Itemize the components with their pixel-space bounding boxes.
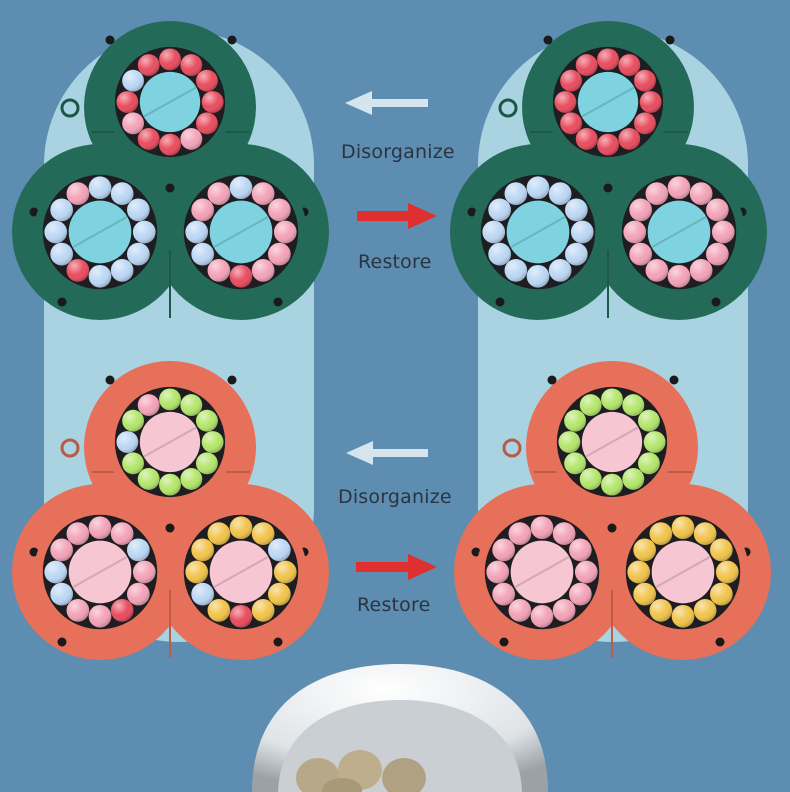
disorganize-label: Disorganize: [338, 486, 452, 508]
arrow-right-icon: [356, 554, 437, 580]
restore-label: Restore: [357, 594, 431, 616]
arrow-right-icon: [357, 203, 437, 229]
orange-puzzle-restored: [454, 361, 771, 660]
green-puzzle-restored: [450, 21, 767, 320]
bottom-dome-toy: [252, 664, 548, 792]
arrow-left-icon: [345, 91, 428, 115]
restore-label: Restore: [358, 251, 432, 273]
disorganize-label: Disorganize: [341, 141, 455, 163]
arrow-left-icon: [346, 441, 428, 465]
green-puzzle-disorganized: [12, 21, 329, 320]
orange-puzzle-disorganized: [12, 361, 329, 660]
